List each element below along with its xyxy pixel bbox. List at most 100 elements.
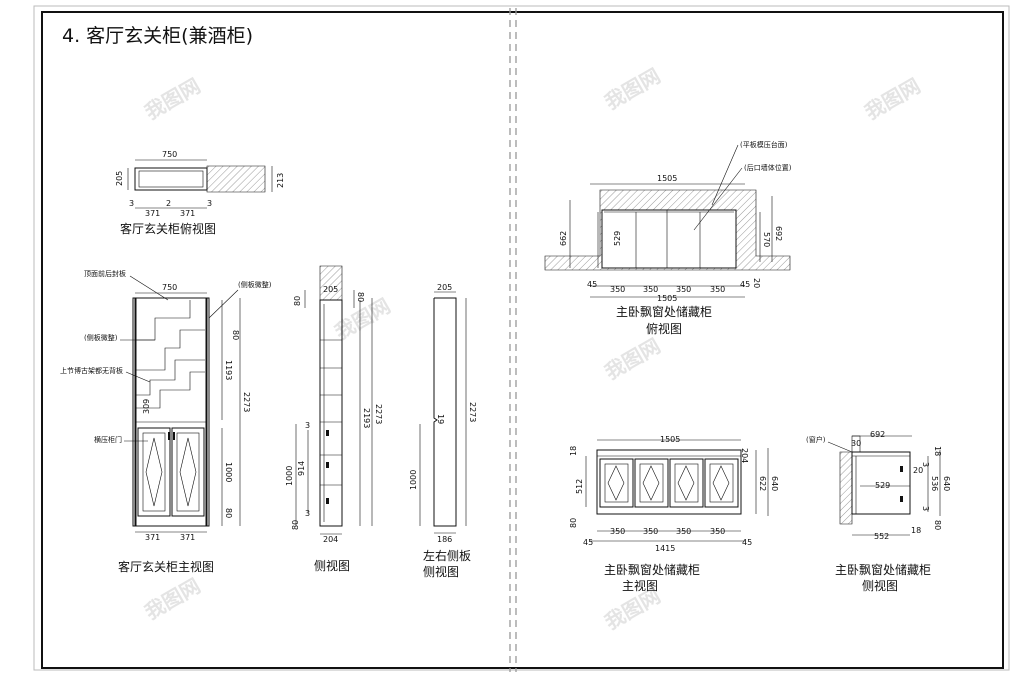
dim-label: 371 <box>145 533 160 542</box>
annotation-text: (窗户) <box>806 435 826 444</box>
dim-label: 692 <box>774 226 783 241</box>
dim-label: 80 <box>356 292 365 302</box>
dim-label: 18 <box>911 526 921 535</box>
dim-label: 2 <box>166 199 171 208</box>
dim-label: 350 <box>710 527 725 536</box>
view-caption: 主卧飘窗处储藏柜 <box>616 304 712 319</box>
watermark-text: 我图网 <box>141 574 205 625</box>
entry-cabinet-side-view: 205 80 80 2193 2273 1000 914 3 80 3 204 … <box>285 265 383 573</box>
dim-label: 371 <box>180 533 195 542</box>
dim-label: 45 <box>587 280 597 289</box>
dim-label: 350 <box>610 527 625 536</box>
dim-label: 350 <box>643 285 658 294</box>
dim-label: 309 <box>142 399 151 414</box>
dim-label: 570 <box>762 232 771 247</box>
dim-label: 80 <box>291 520 300 530</box>
dim-label: 536 <box>930 476 939 491</box>
view-caption: 俯视图 <box>646 321 682 336</box>
dim-label: 692 <box>870 430 885 439</box>
view-caption: 主视图 <box>622 578 658 593</box>
dim-label: 80 <box>933 520 942 530</box>
dim-label: 20 <box>752 278 761 288</box>
dim-label: 350 <box>710 285 725 294</box>
page-title: 4. 客厅玄关柜(兼酒柜) <box>62 25 253 47</box>
annotation-text: 上节博古架都无背板 <box>60 366 123 375</box>
view-caption: 客厅玄关柜主视图 <box>118 559 214 574</box>
watermark-text: 我图网 <box>141 74 205 125</box>
dim-label: 204 <box>740 448 749 463</box>
dim-label: 1505 <box>657 174 677 183</box>
dim-label: 1415 <box>655 544 675 553</box>
dim-label: 2273 <box>374 404 383 424</box>
view-caption: 侧视图 <box>314 558 350 573</box>
view-caption: 客厅玄关柜俯视图 <box>120 221 216 236</box>
dim-label: 640 <box>770 476 779 491</box>
dim-label: 529 <box>613 231 622 246</box>
dim-label: 1000 <box>224 462 233 482</box>
dim-label: 186 <box>437 535 452 544</box>
dim-label: 3 <box>207 199 212 208</box>
dim-label: 350 <box>676 285 691 294</box>
dim-label: 3 <box>129 199 134 208</box>
view-caption: 侧视图 <box>423 564 459 579</box>
annotation-text: 横压柜门 <box>94 435 122 444</box>
dim-label: 45 <box>742 538 752 547</box>
dim-label: 3 <box>305 509 310 518</box>
dim-label: 30 <box>851 439 861 448</box>
dim-label: 1505 <box>660 435 680 444</box>
dim-label: 350 <box>643 527 658 536</box>
dim-label: 80 <box>293 296 302 306</box>
view-caption: 侧视图 <box>862 578 898 593</box>
dim-label: 350 <box>676 527 691 536</box>
dim-label: 80 <box>569 518 578 528</box>
outer-frame <box>33 5 1010 671</box>
dim-label: 80 <box>224 508 233 518</box>
dim-label: 205 <box>437 283 452 292</box>
annotation-text: 顶面前后封板 <box>84 269 126 278</box>
dim-label: 622 <box>758 476 767 491</box>
dim-label: 3 <box>921 462 930 467</box>
side-panel-view: 205 19 2273 1000 186 左右侧板 侧视图 <box>409 283 477 579</box>
dim-label: 2273 <box>242 392 251 412</box>
watermark-text: 我图网 <box>601 64 665 115</box>
dim-label: 529 <box>875 481 890 490</box>
dim-label: 3 <box>305 421 310 430</box>
dim-label: 371 <box>180 209 195 218</box>
dim-label: 45 <box>583 538 593 547</box>
view-caption: 主卧飘窗处储藏柜 <box>604 562 700 577</box>
dim-label: 204 <box>323 535 338 544</box>
dim-label: 1000 <box>409 470 418 490</box>
dim-label: 3 <box>921 506 930 511</box>
entry-cabinet-front-view: 750 顶面前后封板 (侧板微整) (侧板微整) 上节博古架都无背板 横压柜门 … <box>60 269 272 574</box>
annotation-text: (平板模压台面) <box>740 140 788 149</box>
annotation-text: (侧板微整) <box>238 280 272 289</box>
dim-label: 2273 <box>468 402 477 422</box>
dim-label: 750 <box>162 283 177 292</box>
watermark-layer: 我图网 我图网 我图网 我图网 我图网 我图网 我图网 <box>141 64 925 635</box>
dim-label: 18 <box>569 446 578 456</box>
entry-cabinet-top-view: 750 205 213 3 2 3 371 371 客厅玄关柜俯视图 <box>115 150 285 236</box>
bay-cabinet-front-view: 1505 18 512 622 640 204 80 350 350 350 3… <box>569 435 779 593</box>
dim-label: 350 <box>610 285 625 294</box>
dim-label: 18 <box>933 446 942 456</box>
dim-label: 205 <box>323 285 338 294</box>
dim-label: 371 <box>145 209 160 218</box>
dim-label: 750 <box>162 150 177 159</box>
dim-label: 205 <box>115 171 124 186</box>
dim-label: 1193 <box>224 360 233 380</box>
dim-label: 512 <box>575 479 584 494</box>
dim-label: 552 <box>874 532 889 541</box>
dim-label: 2193 <box>362 408 371 428</box>
dim-label: 1505 <box>657 294 677 303</box>
view-caption: 主卧飘窗处储藏柜 <box>835 562 931 577</box>
dim-label: 662 <box>559 231 568 246</box>
bay-cabinet-top-view: 1505 (平板模压台面) (后口墙体位置) 662 529 570 692 2… <box>544 140 792 336</box>
annotation-text: (侧板微整) <box>84 333 118 342</box>
dim-label: 213 <box>276 173 285 188</box>
watermark-text: 我图网 <box>601 334 665 385</box>
dim-label: 1000 <box>285 466 294 486</box>
view-caption: 左右侧板 <box>423 548 471 563</box>
annotation-text: (后口墙体位置) <box>744 163 792 172</box>
bay-cabinet-side-view: (窗户) 692 30 18 20 3 529 536 640 3 552 18… <box>806 430 951 593</box>
